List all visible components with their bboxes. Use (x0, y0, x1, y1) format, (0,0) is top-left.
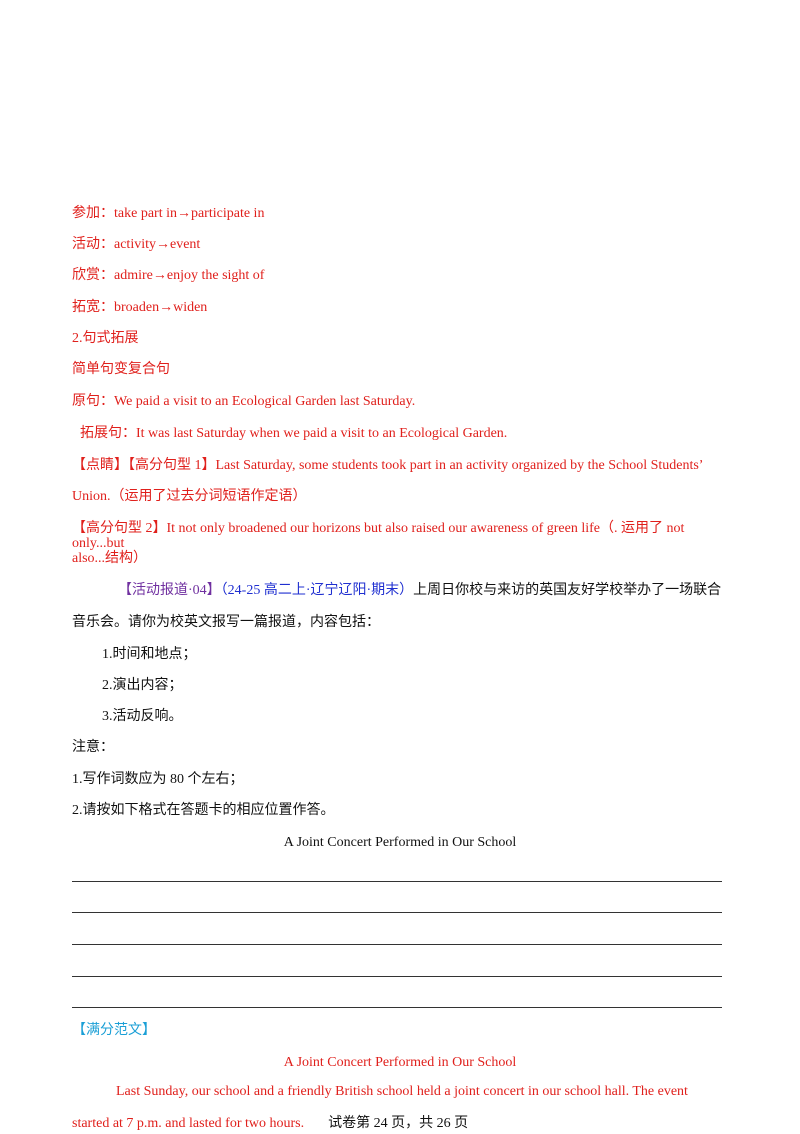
task-point-3: 3.活动反响。 (102, 709, 183, 724)
section-2-title: 2.句式拓展 (72, 331, 139, 346)
task-tag: 【活动报道·04】 (118, 583, 221, 598)
page-number: 试卷第 24 页，共 26 页 (328, 1116, 469, 1131)
note-2: 2.请按如下格式在答题卡的相应位置作答。 (72, 803, 335, 818)
answer-line-2 (72, 912, 722, 913)
note-1: 1.写作词数应为 80 个左右； (72, 772, 244, 787)
task-source: （24-25 高二上·辽宁辽阳·期末） (220, 583, 414, 598)
model-tag: 【满分范文】 (72, 1023, 156, 1038)
tag-high-score-1: 【高分句型 1】 (128, 458, 216, 473)
page-footer: started at 7 p.m. and lasted for two hou… (72, 1114, 468, 1134)
tag-dianjing: 【点睛】 (72, 458, 128, 473)
task-prompt-line-1: 【活动报道·04】（24-25 高二上·辽宁辽阳·期末）上周日你校与来访的英国友… (118, 583, 722, 598)
answer-line-1 (72, 881, 722, 882)
notes-title: 注意： (72, 740, 114, 755)
vocab-item-admire: 欣赏：admire→enjoy the sight of (72, 268, 265, 283)
model-paragraph-line-2: started at 7 p.m. and lasted for two hou… (72, 1116, 305, 1131)
highlight-sentence-1: 【点睛】【高分句型 1】Last Saturday, some students… (72, 458, 704, 473)
task-point-1: 1.时间和地点； (102, 647, 197, 662)
model-paragraph-line-1: Last Sunday, our school and a friendly B… (116, 1084, 688, 1099)
tag-high-score-2: 【高分句型 2】 (72, 521, 167, 536)
vocab-item-broaden: 拓宽：broaden→widen (72, 300, 208, 315)
highlight-sentence-2-cont: only...but (72, 536, 125, 551)
answer-line-4 (72, 976, 722, 977)
answer-line-5 (72, 1007, 722, 1008)
answer-line-3 (72, 944, 722, 945)
highlight-sentence-1-cont: Union.（运用了过去分词短语作定语） (72, 489, 307, 504)
vocab-item-event: 活动：activity→event (72, 237, 201, 252)
section-2-subtitle: 简单句变复合句 (72, 362, 170, 377)
expanded-sentence: 拓展句：It was last Saturday when we paid a … (80, 426, 508, 441)
model-title: A Joint Concert Performed in Our School (283, 1055, 517, 1070)
task-prompt-line-2: 音乐会。请你为校英文报写一篇报道，内容包括： (72, 615, 380, 630)
vocab-item-participate: 参加：take part in→participate in (72, 206, 265, 221)
highlight-sentence-2: 【高分句型 2】It not only broadened our horizo… (72, 521, 685, 536)
task-point-2: 2.演出内容； (102, 678, 183, 693)
highlight-sentence-2-end: also...结构） (72, 551, 148, 566)
essay-title: A Joint Concert Performed in Our School (283, 835, 517, 850)
original-sentence: 原句：We paid a visit to an Ecological Gard… (72, 394, 416, 409)
